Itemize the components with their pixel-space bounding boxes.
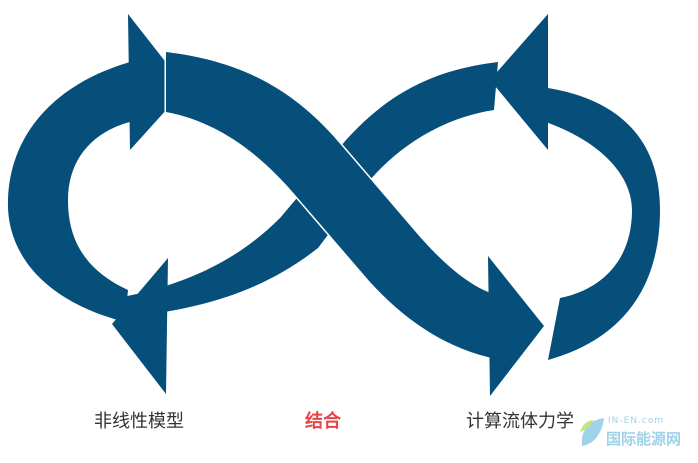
watermark-domain: IN-EN.com — [608, 416, 665, 426]
watermark-name: 国际能源网 — [606, 430, 682, 448]
left-upper-arc — [7, 62, 131, 322]
watermark-logo: IN-EN.com 国际能源网 — [578, 412, 694, 456]
label-combine: 结合 — [305, 411, 341, 432]
right-upper-arrowhead — [490, 14, 548, 150]
right-lower-arrowhead — [488, 256, 544, 396]
label-nonlinear-model: 非线性模型 — [94, 411, 184, 432]
left-lower-arrowhead — [112, 258, 168, 394]
label-cfd: 计算流体力学 — [466, 411, 574, 432]
right-lower-arc — [540, 88, 660, 360]
left-upper-arrowhead — [128, 14, 186, 150]
leaf-logo-icon — [580, 418, 604, 446]
